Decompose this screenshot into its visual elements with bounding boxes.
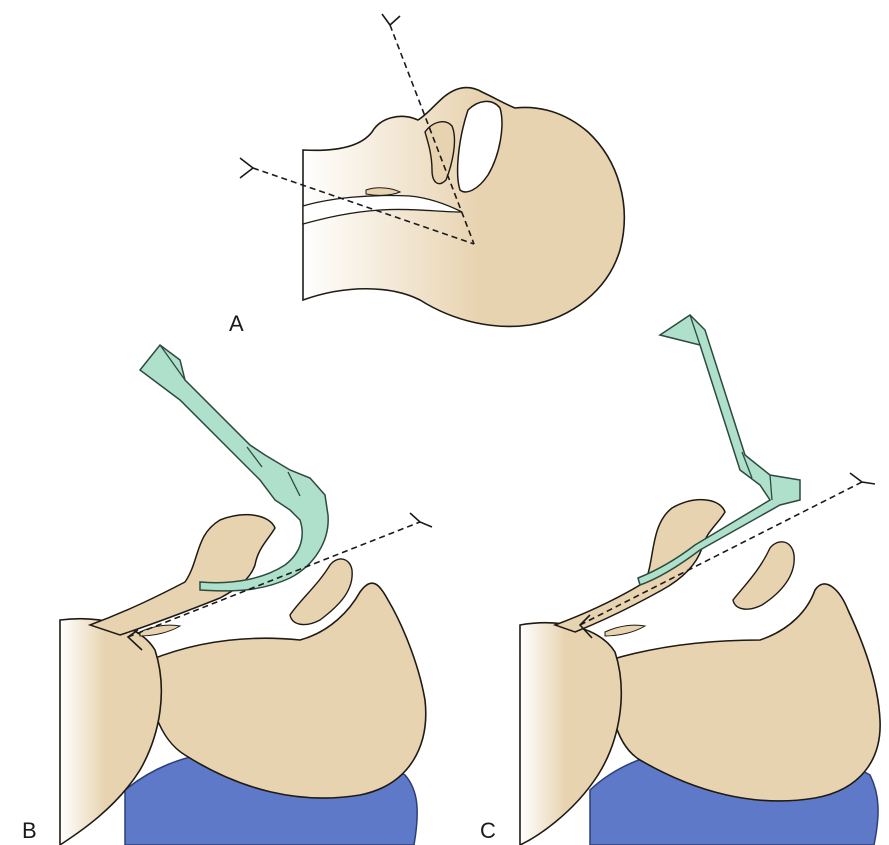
panel-label-b: B bbox=[22, 820, 37, 842]
panel-b bbox=[60, 345, 432, 845]
panel-label-a: A bbox=[229, 313, 244, 335]
panel-c-upper-jaw bbox=[555, 500, 725, 632]
panel-a-laryngeal-axis-arrow bbox=[240, 158, 253, 178]
panel-c-axis-arrow-end bbox=[850, 473, 875, 484]
panel-a bbox=[240, 14, 624, 326]
panel-c bbox=[520, 315, 880, 845]
panel-a-oral-axis-arrow bbox=[382, 14, 400, 25]
panel-label-c: C bbox=[480, 820, 496, 842]
panel-b-axis-arrow-end bbox=[410, 513, 432, 527]
panel-c-epiglottis bbox=[733, 542, 794, 609]
panel-c-vocal-cord bbox=[605, 625, 645, 636]
panel-b-upper-jaw bbox=[90, 515, 275, 635]
